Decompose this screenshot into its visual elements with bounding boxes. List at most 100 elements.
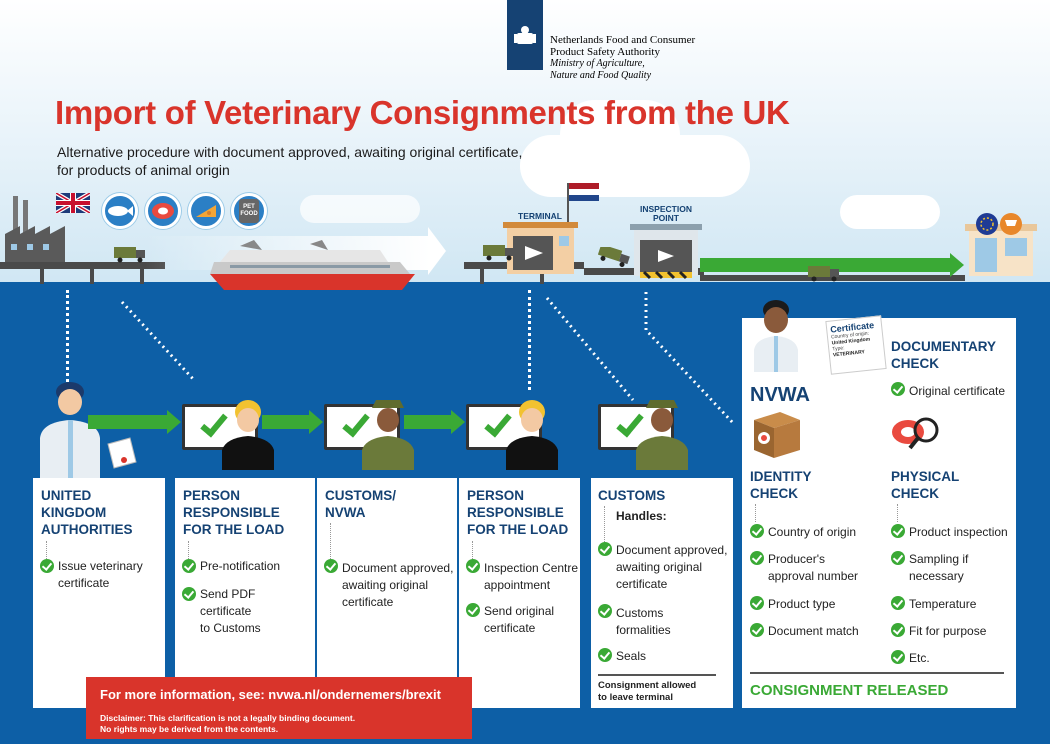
flow-arrow <box>404 415 452 429</box>
uk-official-avatar <box>40 382 137 478</box>
pier-leg <box>480 262 484 284</box>
inspection-label-line: INSPECTION <box>640 204 692 214</box>
check-icon <box>891 524 905 538</box>
step-card-person-responsible-2: PERSON RESPONSIBLE FOR THE LOAD Inspecti… <box>459 478 580 708</box>
item-line: certificate <box>342 595 394 609</box>
check-icon <box>891 551 905 565</box>
handles-label: Handles: <box>616 509 667 523</box>
item-line: Send original <box>484 604 555 618</box>
item-line: certificate <box>616 577 668 591</box>
government-logo <box>507 0 543 70</box>
step-item: Document approved, awaiting original cer… <box>616 542 727 593</box>
card-heading: CUSTOMS/ NVWA <box>325 487 455 521</box>
heading-line: PERSON <box>183 488 241 503</box>
organization-name: Netherlands Food and Consumer Product Sa… <box>550 34 695 82</box>
check-icon <box>891 382 905 396</box>
heading-line: CHECK <box>891 356 940 371</box>
disclaimer: Disclaimer: This clarification is not a … <box>100 713 355 735</box>
org-line: Netherlands Food and Consumer <box>550 34 696 46</box>
item-line: Document approved, <box>616 543 728 557</box>
nl-flag-icon <box>569 183 599 201</box>
heading-line: IDENTITY <box>750 469 812 484</box>
connector-line <box>644 292 736 426</box>
check-item: Sampling if necessary <box>909 551 968 585</box>
check-icon <box>598 542 612 556</box>
person-avatar <box>506 400 558 470</box>
cloud <box>840 195 940 229</box>
item-line: Seals <box>616 649 647 663</box>
check-item: Document match <box>768 624 859 638</box>
uk-pier <box>0 262 165 269</box>
card-heading: CUSTOMS <box>598 487 728 504</box>
check-icon <box>182 559 196 573</box>
identity-check-heading: IDENTITY CHECK <box>750 468 870 502</box>
step-item: Send original certificate <box>484 603 554 637</box>
consignment-released-label: CONSIGNMENT RELEASED <box>750 682 949 699</box>
wave-line <box>0 283 1050 292</box>
check-icon <box>324 559 338 573</box>
item-line: Pre-notification <box>200 559 281 573</box>
connector-line <box>528 290 531 390</box>
release-arrow <box>700 258 950 272</box>
uk-flag-icon <box>56 193 90 213</box>
flow-arrow-head <box>309 410 323 434</box>
item-line: certificate <box>58 576 110 590</box>
heading-line: FOR THE LOAD <box>467 522 569 537</box>
inspector-avatar <box>754 300 798 372</box>
release-arrow-head <box>950 253 964 277</box>
step-item: Inspection Centre appointment <box>484 560 578 594</box>
item-line: formalities <box>616 623 671 637</box>
nvwa-panel: NVWA Certificate Country of origin: Unit… <box>742 300 1016 708</box>
dotted-divider <box>472 541 473 559</box>
truck-icon <box>483 245 514 261</box>
inspection-label-line: POINT <box>653 213 679 223</box>
check-icon <box>598 648 612 662</box>
heading-line: UNITED <box>41 488 92 503</box>
item-line: Issue veterinary <box>58 559 143 573</box>
page-title: Import of Veterinary Consignments from t… <box>55 94 790 131</box>
check-icon <box>750 623 764 637</box>
heading-line: KINGDOM <box>41 505 107 520</box>
check-icon <box>891 650 905 664</box>
heading-line: CUSTOMS/ <box>325 488 397 503</box>
transport-arrow-head <box>428 227 446 275</box>
page-subtitle: Alternative procedure with document appr… <box>57 143 557 179</box>
disclaimer-line: No rights may be derived from the conten… <box>100 724 279 734</box>
cloud <box>300 195 420 223</box>
magnifier-meat-icon <box>892 417 939 450</box>
check-icon <box>750 524 764 538</box>
check-item: Product type <box>768 597 836 611</box>
fish-icon <box>102 193 138 229</box>
step-item: Seals <box>616 648 646 665</box>
flow-arrow <box>88 415 168 429</box>
item-line: Document approved, <box>342 561 454 575</box>
disclaimer-line: Disclaimer: This clarification is not a … <box>100 713 356 723</box>
dotted-divider <box>188 541 189 559</box>
info-box: For more information, see: nvwa.nl/onder… <box>86 677 472 739</box>
step-card-customs: CUSTOMS Handles: Document approved, awai… <box>591 478 733 708</box>
cloud <box>560 100 680 170</box>
pet-food-label: PET FOOD <box>239 199 259 223</box>
heading-line: CUSTOMS <box>598 488 666 503</box>
flow-arrow-head <box>167 410 181 434</box>
connector-line <box>545 297 635 401</box>
step-item: Issue veterinary certificate <box>58 558 143 592</box>
flow-arrow-head <box>451 410 465 434</box>
heading-line: DOCUMENTARY <box>891 339 996 354</box>
check-icon <box>750 551 764 565</box>
card-heading: PERSON RESPONSIBLE FOR THE LOAD <box>183 487 313 538</box>
check-item: Product inspection <box>909 525 1008 539</box>
check-item: Fit for purpose <box>909 624 987 638</box>
heading-line: CHECK <box>750 486 799 501</box>
dotted-divider <box>897 504 898 522</box>
ferry-icon <box>210 240 415 290</box>
more-info-link[interactable]: For more information, see: nvwa.nl/onder… <box>100 687 441 702</box>
connector-line <box>120 300 196 382</box>
check-icon <box>40 559 54 573</box>
inspection-building <box>630 224 702 280</box>
customs-officer-avatar <box>636 400 688 470</box>
truck-icon <box>114 247 145 263</box>
check-icon <box>466 603 480 617</box>
item-line: Producer's <box>768 552 825 566</box>
certificate-document: Certificate Country of origin: United Ki… <box>825 315 887 375</box>
